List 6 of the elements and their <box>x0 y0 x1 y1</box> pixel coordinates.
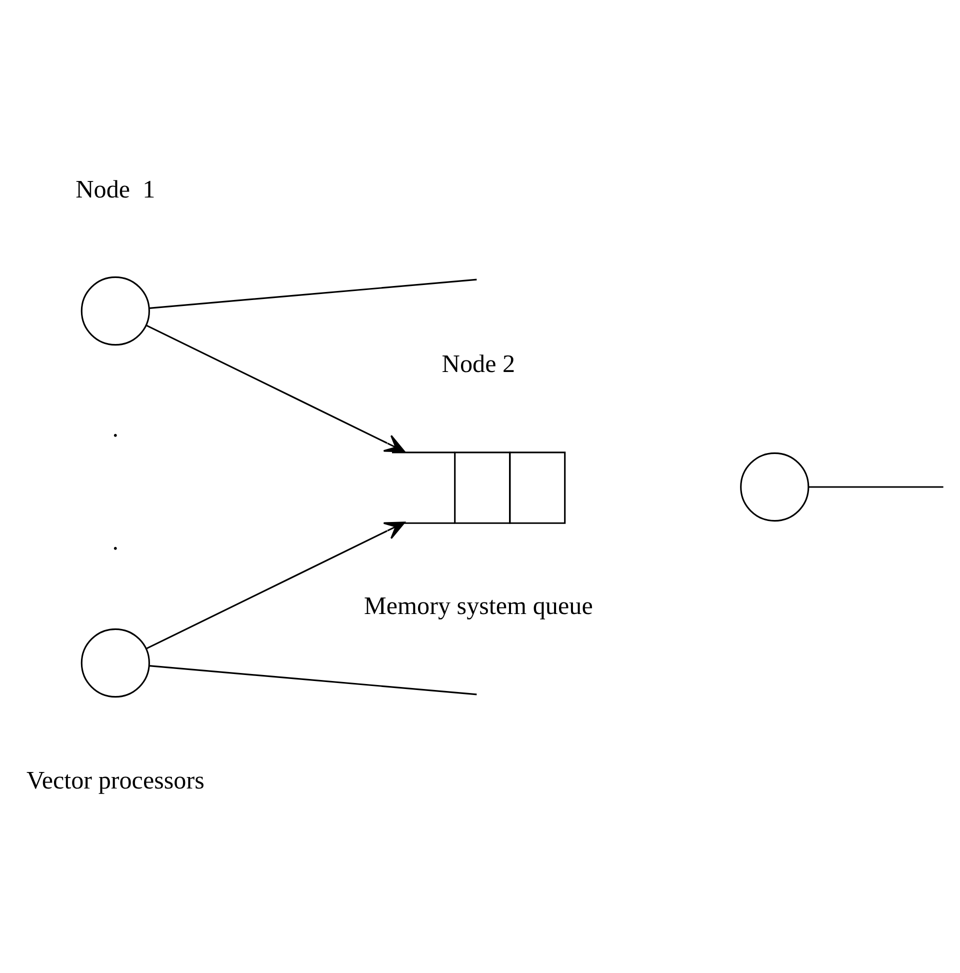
label: Vector processors <box>26 766 204 794</box>
label: . <box>112 414 119 442</box>
label: . <box>112 528 119 556</box>
label: Memory system queue <box>364 592 593 620</box>
label: Node 1 <box>76 176 156 204</box>
label: Node 2 <box>442 350 516 378</box>
